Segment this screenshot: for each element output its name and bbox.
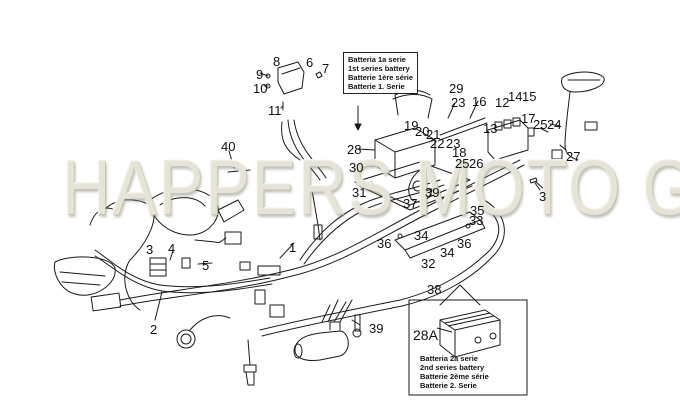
part-label-p32: 32	[421, 256, 436, 271]
part-label-p30: 30	[349, 160, 364, 175]
part-label-p20: 20	[415, 124, 430, 139]
part-label-p9: 9	[256, 67, 264, 82]
part-label-p10: 10	[253, 81, 268, 96]
part-label-p23b: 23	[446, 136, 461, 151]
battery-2-line: Batterie 2. Serie	[420, 381, 477, 390]
part-label-p27: 27	[566, 149, 581, 164]
battery-2-line: Batterie 2ème série	[420, 372, 489, 381]
part-label-p22: 22	[430, 136, 445, 151]
part-label-p7: 7	[322, 61, 330, 76]
battery-1-line: Batterie 1ère série	[348, 73, 414, 82]
part-label-p28: 28	[347, 142, 362, 157]
battery-1-line: 1st series battery	[348, 64, 410, 73]
part-label-p31: 31	[352, 185, 367, 200]
part-label-28a: 28A	[413, 327, 438, 343]
part-label-p21: 21	[426, 127, 441, 142]
part-label-p2: 2	[150, 322, 158, 337]
battery-2nd-series-label: Batteria 2a serie 2nd series battery Bat…	[420, 354, 489, 390]
part-label-p6: 6	[306, 55, 314, 70]
part-label-p33: 33	[469, 213, 484, 228]
part-label-p34a: 34	[414, 228, 429, 243]
part-label-p17: 17	[521, 111, 536, 126]
battery-1-line: Batterie 1. Serie	[348, 82, 405, 91]
part-label-p26: 26	[469, 156, 484, 171]
part-label-p14: 14	[508, 89, 523, 104]
battery-2-line: Batteria 2a serie	[420, 354, 478, 363]
battery-1st-series-label: Batteria 1a serie 1st series battery Bat…	[343, 52, 419, 94]
part-label-p11: 11	[268, 103, 282, 118]
part-label-p16: 16	[472, 94, 487, 109]
part-label-p15: 15	[522, 89, 537, 104]
part-label-p19: 19	[404, 118, 419, 133]
part-label-p36b: 36	[457, 236, 472, 251]
part-label-p37: 37	[403, 196, 418, 211]
part-label-p8: 8	[273, 54, 281, 69]
part-label-p25b: 25	[455, 156, 470, 171]
part-label-p13: 13	[483, 121, 498, 136]
part-label-p4: 4	[168, 241, 176, 256]
part-label-p36a: 36	[377, 236, 392, 251]
part-label-p23a: 23	[451, 95, 466, 110]
part-label-p40: 40	[221, 139, 236, 154]
part-label-p34b: 34	[440, 245, 455, 260]
part-label-p35: 35	[470, 203, 485, 218]
part-label-p25a: 25	[533, 117, 548, 132]
part-label-p24: 24	[547, 117, 562, 132]
battery-1-line: Batteria 1a serie	[348, 55, 406, 64]
part-label-p39b: 39	[369, 321, 384, 336]
part-label-p39a: 39	[425, 185, 440, 200]
part-label-p3b: 3	[539, 189, 547, 204]
part-label-p1: 1	[289, 240, 297, 255]
part-label-p29: 29	[449, 81, 464, 96]
part-label-p12: 12	[495, 95, 510, 110]
part-label-p5: 5	[202, 258, 210, 273]
battery-2-line: 2nd series battery	[420, 363, 485, 372]
part-label-p3a: 3	[146, 242, 154, 257]
part-label-p18: 18	[452, 145, 467, 160]
part-label-p38: 38	[427, 282, 442, 297]
